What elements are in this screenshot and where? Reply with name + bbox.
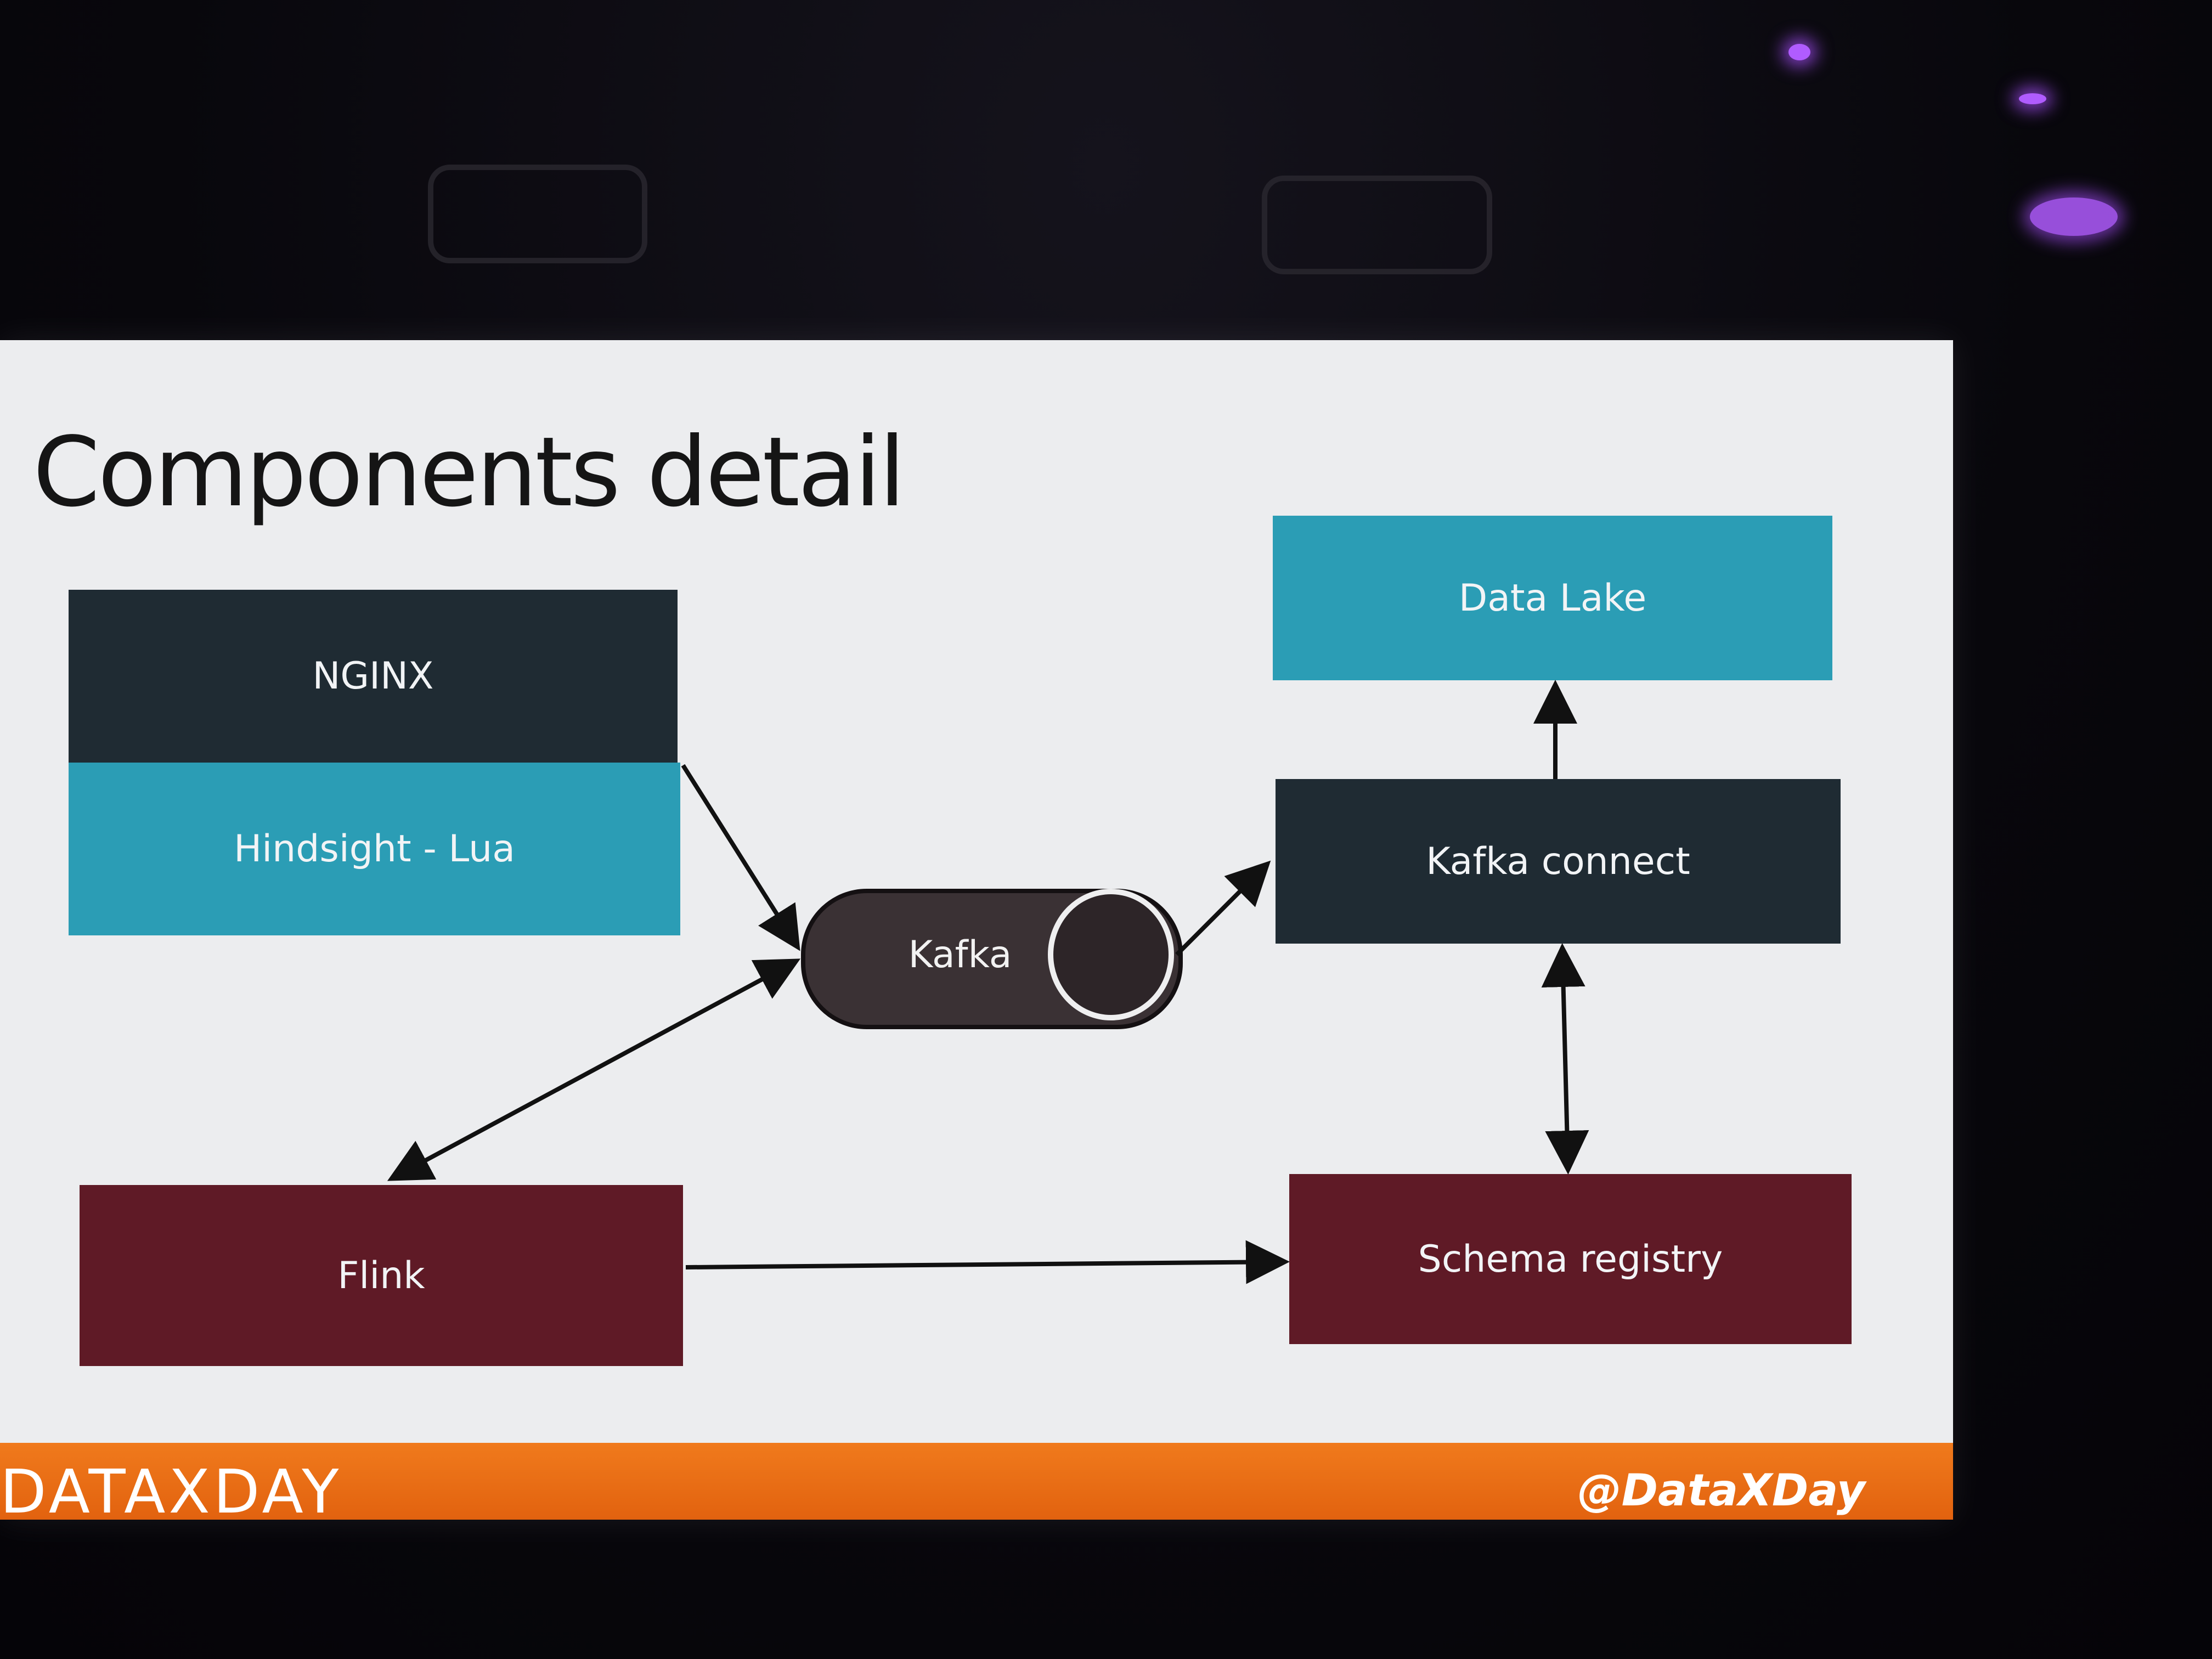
arrow-flink-to-schema-registry xyxy=(685,1240,1290,1284)
diagram-arrows xyxy=(387,680,1589,1284)
presentation-slide: Components detail NGINX Hindsight - Lua … xyxy=(0,340,1953,1527)
stage-light xyxy=(2019,93,2046,104)
arrow-kafka-to-kafka-connect xyxy=(1175,860,1271,956)
stage-light xyxy=(1788,44,1810,60)
node-kafka-connect: Kafka connect xyxy=(1276,779,1841,944)
arrow-hindsight-to-kafka xyxy=(681,764,800,951)
slide-footer-bar xyxy=(0,1443,1953,1520)
node-hindsight-lua: Hindsight - Lua xyxy=(69,763,680,935)
node-data-lake: Data Lake xyxy=(1273,516,1832,680)
node-flink: Flink xyxy=(80,1185,683,1366)
node-schema-registry: Schema registry xyxy=(1289,1174,1852,1344)
node-nginx: NGINX xyxy=(69,590,678,763)
arrow-kafka-flink-bidirectional xyxy=(387,958,801,1181)
slide-title: Components detail xyxy=(33,417,906,528)
lighting-rig xyxy=(1262,176,1492,274)
lighting-rig xyxy=(428,165,647,263)
node-kafka-label: Kafka xyxy=(908,933,1012,977)
kafka-cylinder-cap xyxy=(1048,889,1174,1020)
footer-brand-logo: DATAXDAY xyxy=(0,1457,342,1527)
footer-twitter-handle: @DataXDay xyxy=(1577,1465,1865,1516)
arrow-kafka-connect-schema-registry-bidirectional xyxy=(1541,943,1589,1175)
stage-light xyxy=(2030,198,2118,236)
